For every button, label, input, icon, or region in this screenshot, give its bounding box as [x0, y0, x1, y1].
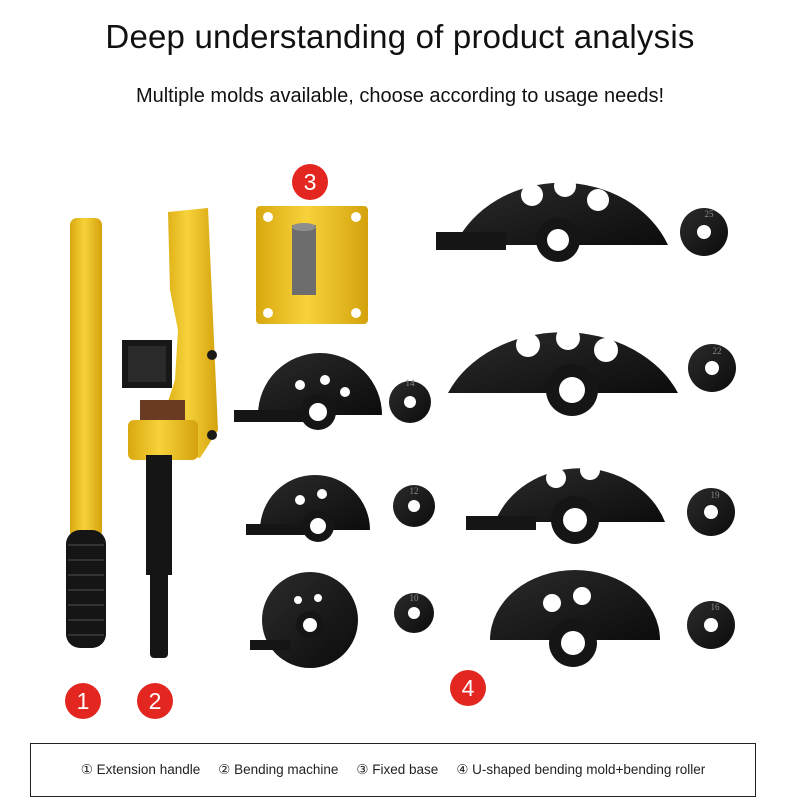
- fixed-base: [256, 206, 368, 324]
- roller-12: [393, 485, 435, 527]
- mold-22: [448, 326, 678, 416]
- page-title: Deep understanding of product analysis: [105, 18, 695, 55]
- mold-19: [466, 460, 665, 544]
- legend-item-bending-machine: ② Bending machine: [218, 762, 339, 777]
- badge-4: 4: [450, 670, 486, 706]
- legend-item-mold-roller: ④ U-shaped bending mold+bending roller: [456, 762, 706, 777]
- roller-size-label: 16: [710, 602, 720, 612]
- bending-machine: [122, 208, 218, 658]
- roller-size-label: 22: [712, 346, 722, 356]
- roller-size-label: 14: [405, 378, 415, 388]
- roller-10: [394, 593, 434, 633]
- legend-item-fixed-base: ③ Fixed base: [356, 762, 439, 777]
- roller-size-label: 25: [704, 209, 714, 219]
- mold-14: [234, 353, 382, 430]
- legend-box: ① Extension handle ② Bending machine ③ F…: [30, 743, 756, 797]
- roller-22: [688, 344, 736, 392]
- mold-25: [436, 175, 668, 262]
- badge-3: 3: [292, 164, 328, 200]
- mold-10: [250, 572, 358, 668]
- mold-12: [246, 475, 370, 542]
- extension-handle: [66, 218, 106, 648]
- roller-14: [389, 381, 431, 423]
- badge-2: 2: [137, 683, 173, 719]
- roller-size-label: 19: [710, 490, 720, 500]
- roller-size-label: 12: [409, 486, 419, 496]
- page-subtitle: Multiple molds available, choose accordi…: [135, 85, 665, 107]
- roller-19: [687, 488, 735, 536]
- mold-16: [490, 570, 660, 667]
- roller-size-label: 10: [409, 593, 419, 603]
- roller-16: [687, 601, 735, 649]
- legend-item-extension-handle: ① Extension handle: [80, 762, 201, 777]
- badge-1: 1: [65, 683, 101, 719]
- roller-25: [680, 208, 728, 256]
